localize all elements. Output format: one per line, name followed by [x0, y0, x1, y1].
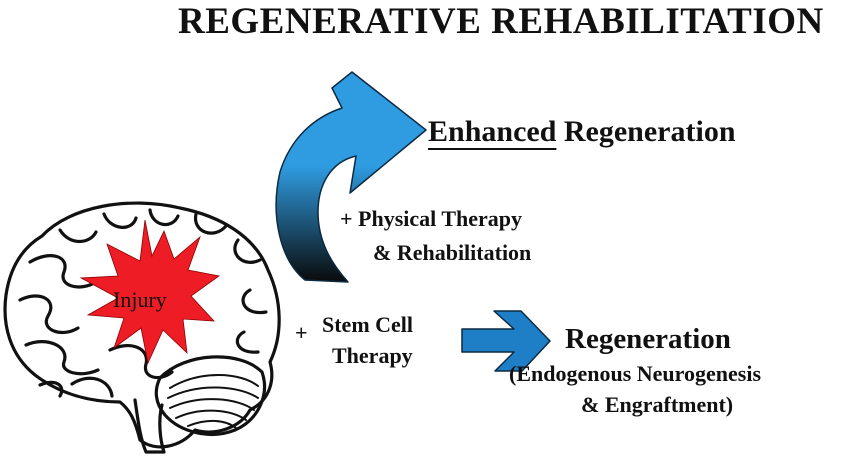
enhanced-regeneration-label: Enhanced Regeneration [428, 115, 736, 149]
enhanced-rest: Regeneration [556, 115, 736, 148]
regeneration-subtitle-2: & Engraftment) [581, 392, 734, 417]
curved-arrow-icon [275, 71, 427, 283]
stem-cell-plus: + [295, 320, 308, 345]
diagram-title: REGENERATIVE REHABILITATION [178, 1, 824, 42]
injury-label: Injury [113, 287, 167, 312]
therapy-label: Therapy [332, 343, 413, 368]
straight-arrow-icon [461, 310, 551, 372]
regeneration-label: Regeneration [565, 323, 731, 355]
injury-starburst [79, 219, 220, 365]
brain-outline [3, 201, 281, 449]
regeneration-subtitle-1: (Endogenous Neurogenesis [509, 361, 762, 386]
brain-icon [3, 201, 281, 454]
enhanced-word: Enhanced [428, 115, 557, 148]
brainstem-outline [133, 398, 166, 454]
physical-therapy-label: + Physical Therapy [340, 206, 523, 231]
stem-cell-label: Stem Cell [322, 312, 414, 337]
rehabilitation-label: & Rehabilitation [373, 240, 532, 265]
